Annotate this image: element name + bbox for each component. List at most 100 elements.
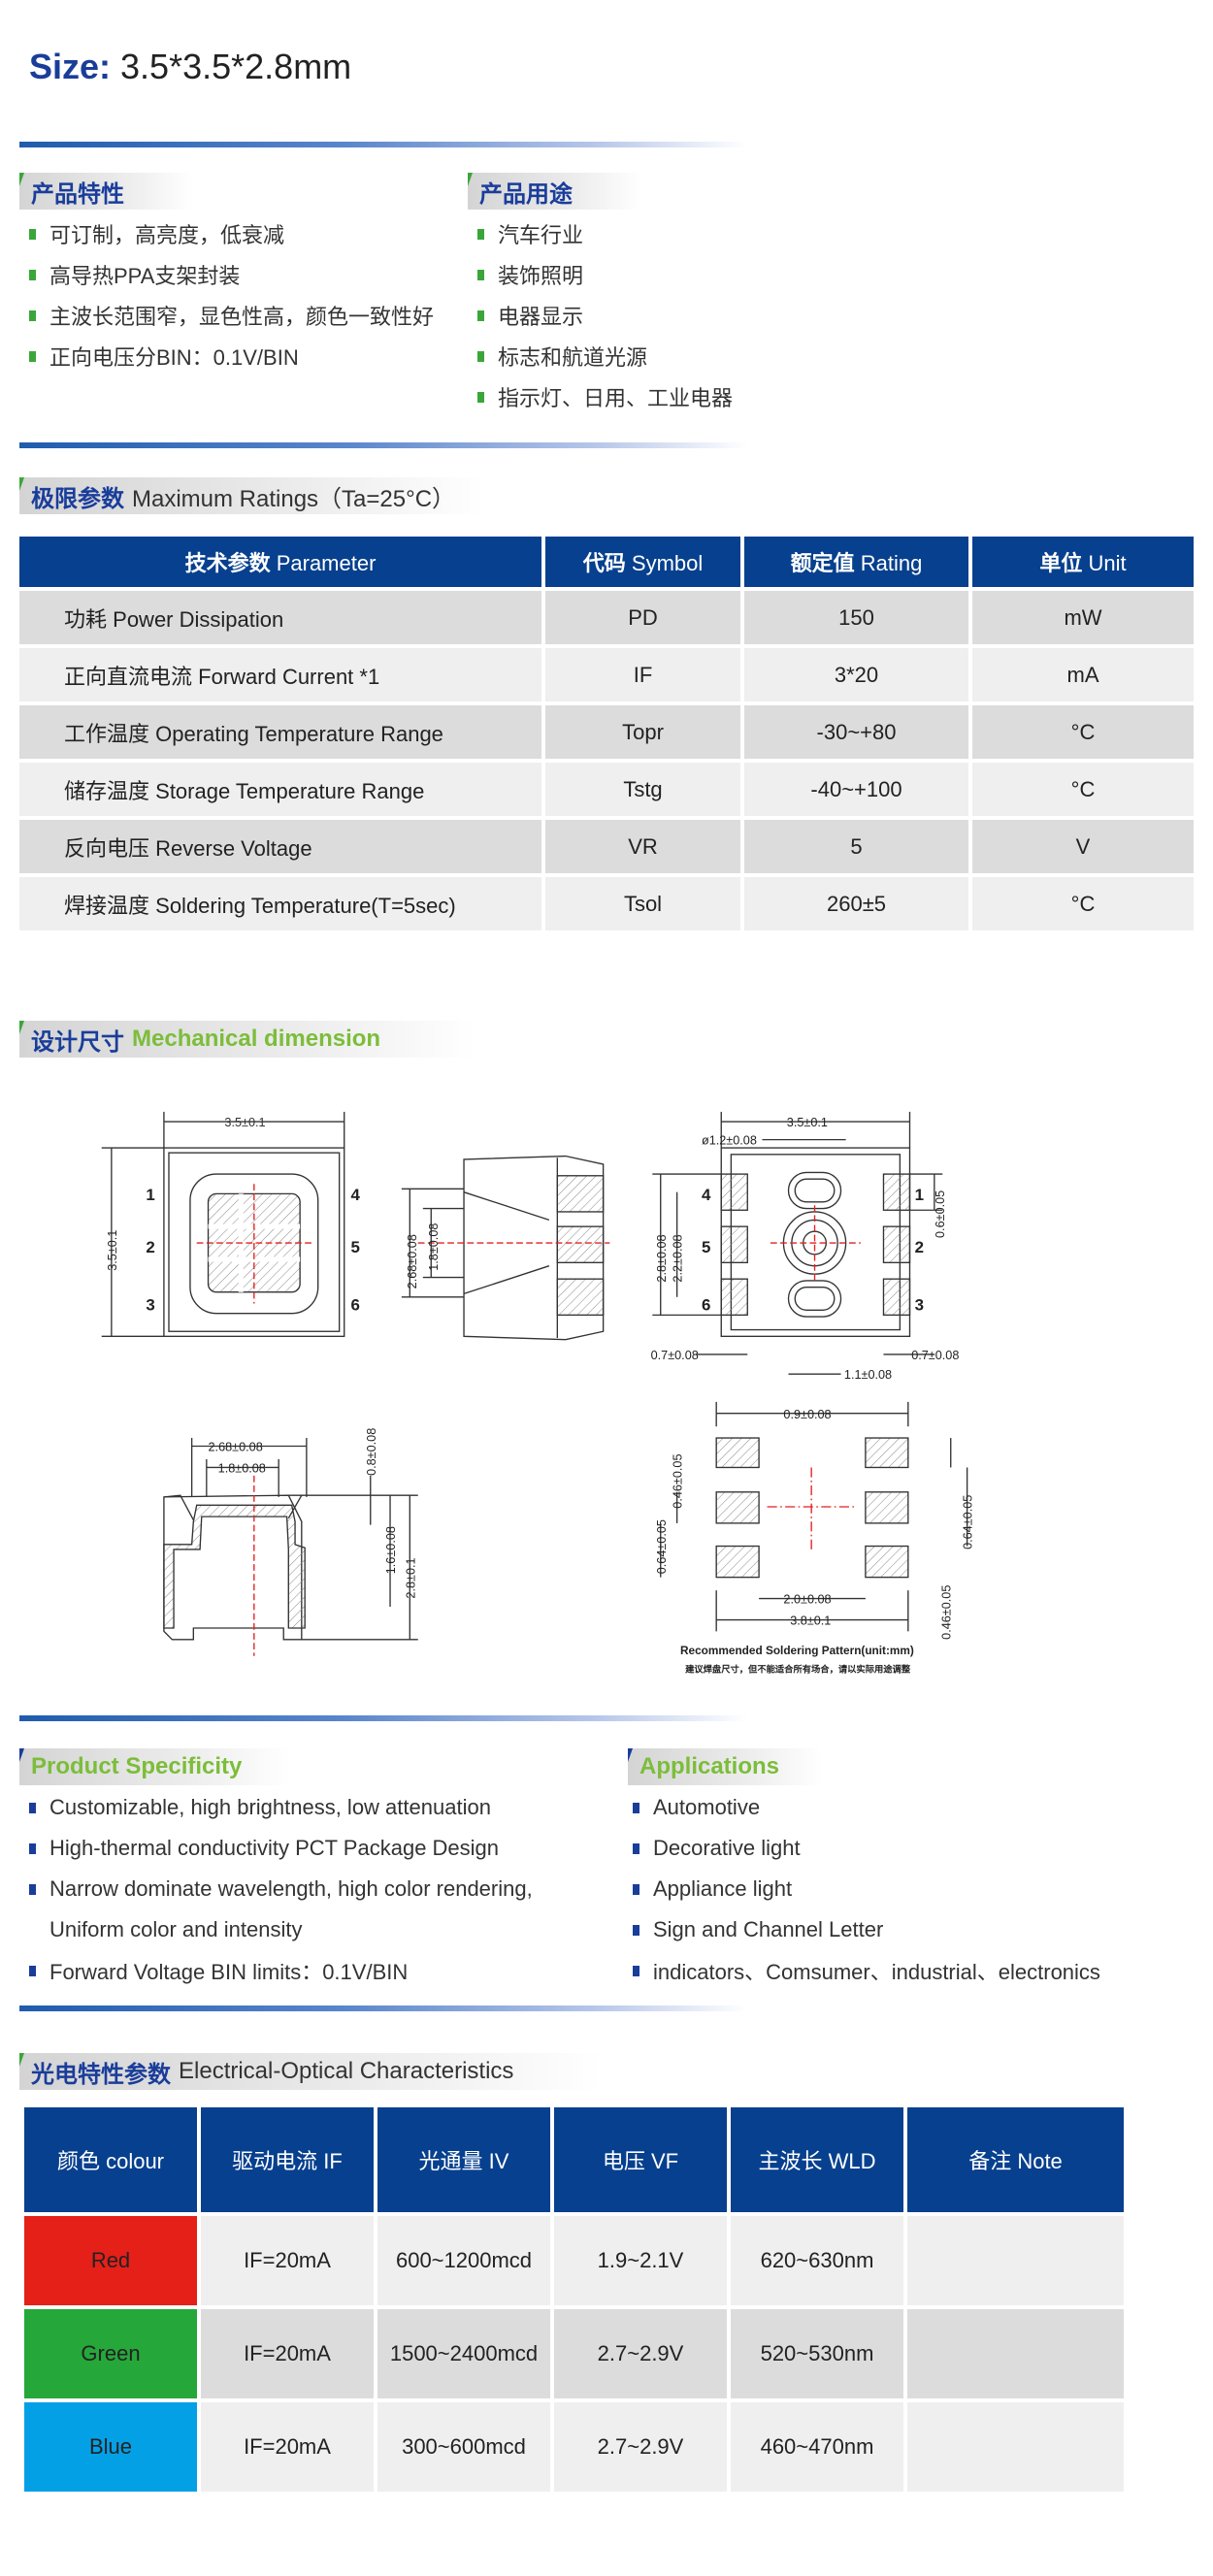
size-label: Size: bbox=[29, 47, 112, 86]
list-item: 电器显示 bbox=[477, 295, 733, 336]
if-cell: IF=20mA bbox=[201, 2216, 374, 2305]
param-cell: 焊接温度 Soldering Temperature(T=5sec) bbox=[19, 877, 541, 930]
item-text: 装饰照明 bbox=[498, 264, 584, 288]
bullet-icon bbox=[633, 1965, 639, 1976]
section-subtitle: Electrical-Optical Characteristics bbox=[179, 2058, 514, 2084]
bullet-icon bbox=[477, 269, 484, 280]
col-header: 代码 Symbol bbox=[545, 537, 740, 587]
bullet-icon bbox=[477, 310, 484, 321]
top-view bbox=[101, 1111, 345, 1337]
col-header: 单位 Unit bbox=[972, 537, 1194, 587]
mechanical-drawing: 3.5±0.1 3.5±0.1 1 2 3 4 5 6 2.68±0.08 1.… bbox=[101, 1111, 975, 1675]
dim-label: 0.46±0.05 bbox=[940, 1585, 954, 1640]
section-header-applications-cn: 产品用途 bbox=[468, 173, 642, 210]
dim-label: 0.64±0.05 bbox=[962, 1495, 975, 1549]
bullet-icon bbox=[29, 1965, 36, 1976]
symbol-cell: IF bbox=[545, 648, 740, 701]
dim-label: 2.8±0.08 bbox=[655, 1234, 669, 1282]
dim-label: 2.2±0.08 bbox=[672, 1234, 685, 1282]
pin-label: 1 bbox=[146, 1186, 154, 1204]
list-item: 汽车行业 bbox=[477, 213, 733, 254]
note-cell bbox=[907, 2309, 1124, 2398]
item-text: Appliance light bbox=[653, 1876, 793, 1901]
symbol-cell: PD bbox=[545, 591, 740, 644]
pin-label: 4 bbox=[702, 1186, 711, 1204]
pin-label: 3 bbox=[146, 1295, 154, 1314]
pin-label: 5 bbox=[702, 1238, 710, 1256]
section-title: Applications bbox=[639, 1753, 780, 1779]
section-header-applications: Applications bbox=[628, 1748, 822, 1785]
applications-cn-list: 汽车行业 装饰照明 电器显示 标志和航道光源 指示灯、日用、工业电器 bbox=[477, 213, 733, 417]
param-cell: 工作温度 Operating Temperature Range bbox=[19, 705, 541, 759]
section-header-product-specificity: Product Specificity bbox=[19, 1748, 291, 1785]
rating-cell: 150 bbox=[744, 591, 968, 644]
colour-cell: Blue bbox=[24, 2402, 197, 2492]
pin-label: 1 bbox=[915, 1186, 924, 1204]
item-text: 可订制，高亮度，低衰减 bbox=[49, 223, 285, 247]
solder-caption: Recommended Soldering Pattern(unit:mm) bbox=[680, 1644, 914, 1657]
item-text: 指示灯、日用、工业电器 bbox=[498, 386, 734, 410]
vf-cell: 2.7~2.9V bbox=[554, 2309, 727, 2398]
list-item: 正向电压分BIN：0.1V/BIN bbox=[29, 336, 434, 376]
section-title: 光电特性参数 bbox=[31, 2061, 171, 2088]
features-en-list: Customizable, high brightness, low atten… bbox=[29, 1787, 533, 1991]
pin-label: 2 bbox=[146, 1238, 154, 1256]
rating-cell: -40~+100 bbox=[744, 763, 968, 816]
col-header: 技术参数 Parameter bbox=[19, 537, 541, 587]
bullet-icon bbox=[29, 1883, 36, 1895]
colour-cell: Green bbox=[24, 2309, 197, 2398]
dim-label: 0.6±0.05 bbox=[934, 1190, 947, 1238]
table-header-row: 颜色 colour 驱动电流 IF 光通量 IV 电压 VF 主波长 WLD 备… bbox=[24, 2107, 1124, 2212]
soldering-pattern bbox=[660, 1401, 968, 1632]
list-item: High-thermal conductivity PCT Package De… bbox=[29, 1828, 533, 1869]
list-item: Automotive bbox=[633, 1787, 1100, 1828]
applications-en-list: Automotive Decorative light Appliance li… bbox=[633, 1787, 1100, 1991]
section-header-features-cn: 产品特性 bbox=[19, 173, 194, 210]
dim-label: 0.46±0.05 bbox=[672, 1453, 685, 1508]
item-text: High-thermal conductivity PCT Package De… bbox=[49, 1836, 500, 1860]
solder-caption-cn: 建议焊盘尺寸，但不能适合所有场合，请以实际用途调整 bbox=[684, 1664, 911, 1675]
symbol-cell: Tstg bbox=[545, 763, 740, 816]
symbol-cell: Topr bbox=[545, 705, 740, 759]
divider bbox=[19, 1715, 747, 1721]
bullet-icon bbox=[29, 1842, 36, 1854]
bullet-icon bbox=[477, 228, 484, 240]
unit-cell: °C bbox=[972, 763, 1194, 816]
pin-label: 4 bbox=[350, 1186, 360, 1204]
bullet-icon bbox=[477, 350, 484, 362]
if-cell: IF=20mA bbox=[201, 2402, 374, 2492]
divider bbox=[19, 142, 747, 147]
list-item: 标志和航道光源 bbox=[477, 336, 733, 376]
unit-cell: V bbox=[972, 820, 1194, 873]
list-item: Customizable, high brightness, low atten… bbox=[29, 1787, 533, 1828]
bottom-view bbox=[652, 1111, 943, 1375]
item-text: Decorative light bbox=[653, 1836, 801, 1860]
side-view bbox=[401, 1155, 610, 1341]
bullet-icon bbox=[29, 310, 36, 321]
bullet-icon bbox=[633, 1883, 639, 1895]
dim-label: 0.7±0.08 bbox=[911, 1349, 959, 1362]
section-title: 极限参数 bbox=[31, 485, 124, 512]
item-text: 正向电压分BIN：0.1V/BIN bbox=[49, 345, 299, 370]
dim-label: ø1.2±0.08 bbox=[702, 1134, 757, 1148]
list-item: 主波长范围窄，显色性高，颜色一致性好 bbox=[29, 295, 434, 336]
bullet-icon bbox=[29, 228, 36, 240]
wld-cell: 620~630nm bbox=[731, 2216, 903, 2305]
dim-label: 0.7±0.08 bbox=[651, 1349, 699, 1362]
param-cell: 储存温度 Storage Temperature Range bbox=[19, 763, 541, 816]
wld-cell: 460~470nm bbox=[731, 2402, 903, 2492]
dim-label: 1.6±0.08 bbox=[384, 1526, 398, 1574]
max-ratings-table: 技术参数 Parameter 代码 Symbol 额定值 Rating 单位 U… bbox=[16, 533, 1197, 934]
list-item: Forward Voltage BIN limits：0.1V/BIN bbox=[29, 1950, 533, 1991]
item-text: Uniform color and intensity bbox=[49, 1917, 303, 1941]
unit-cell: mW bbox=[972, 591, 1194, 644]
item-text: 标志和航道光源 bbox=[498, 345, 648, 370]
item-text: Sign and Channel Letter bbox=[653, 1917, 884, 1941]
section-title: Product Specificity bbox=[31, 1753, 243, 1779]
